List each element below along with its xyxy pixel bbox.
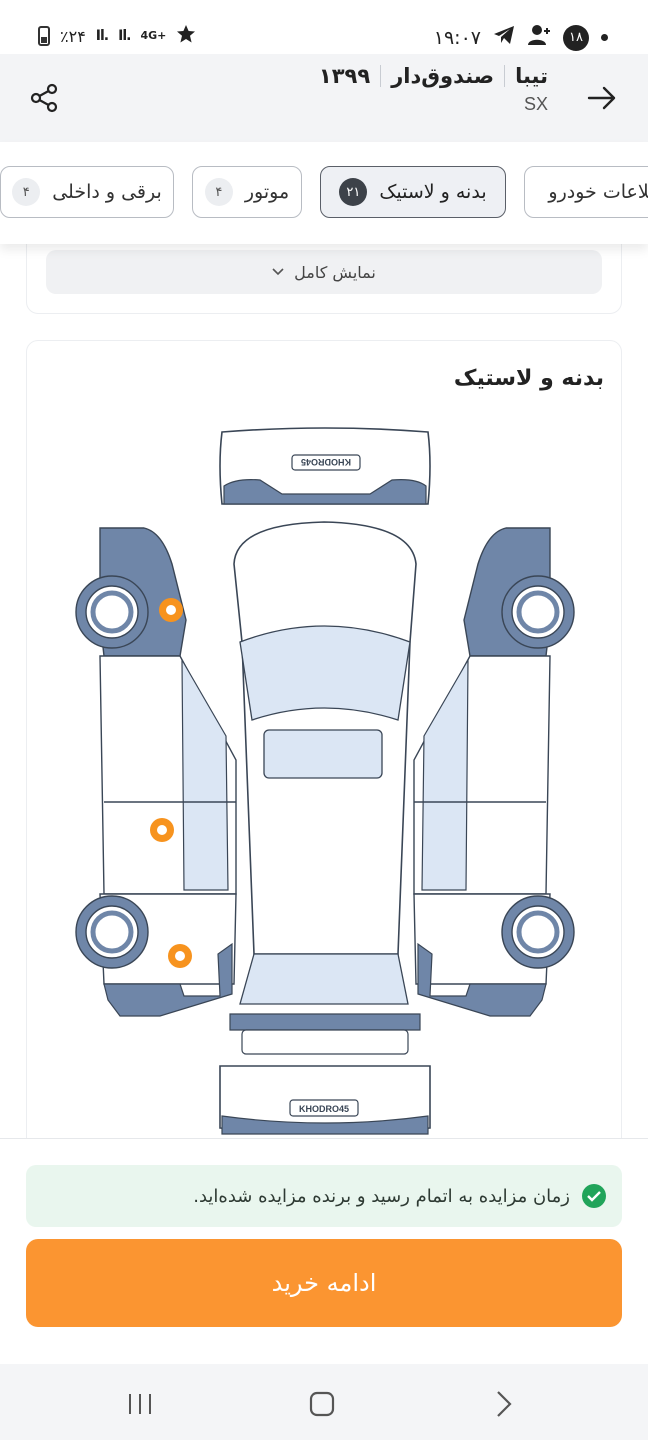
status-time: ۱۹:۰۷: [433, 26, 481, 49]
category-tabs: اطلاعات خودرو بدنه و لاستیک ۲۱ موتور ۴ ب…: [0, 142, 648, 244]
person-add-icon: [527, 24, 551, 51]
car-name: تیبا: [515, 64, 548, 88]
car-title: تیبا صندوق‌دار ۱۳۹۹ SX: [319, 64, 548, 115]
arrow-right-icon: [587, 86, 616, 110]
battery-icon: [38, 26, 50, 46]
tab-car-info[interactable]: اطلاعات خودرو: [524, 166, 648, 218]
tab-label: بدنه و لاستیک: [379, 181, 487, 203]
rear-bumper: KHODRO45: [219, 1065, 431, 1135]
tab-electrical-interior[interactable]: برقی و داخلی ۴: [0, 166, 174, 218]
continue-purchase-label: ادامه خرید: [271, 1269, 377, 1297]
signal-icon: Il.: [95, 28, 109, 44]
system-nav-bar: [0, 1364, 648, 1440]
app-header: تیبا صندوق‌دار ۱۳۹۹ SX: [0, 54, 648, 142]
check-circle-icon: [582, 1184, 606, 1208]
status-right: ۱۹:۰۷ ۱۸: [434, 24, 608, 51]
right-side-view: [413, 527, 575, 1017]
tab-count: ۲۱: [339, 178, 368, 206]
status-left: ٪۲۴ Il. Il. 4G+: [38, 24, 196, 48]
tab-body-tires[interactable]: بدنه و لاستیک ۲۱: [320, 166, 506, 218]
continue-purchase-button[interactable]: ادامه خرید: [26, 1239, 622, 1327]
home-icon: [309, 1391, 335, 1417]
car-year: ۱۳۹۹: [318, 64, 371, 88]
front-bumper: KHODRO45: [219, 427, 431, 505]
car-body-type: صندوق‌دار: [391, 64, 495, 88]
chevron-right-icon: [497, 1391, 512, 1417]
back-button[interactable]: [582, 78, 622, 118]
recent-apps-icon: [129, 1394, 151, 1414]
car-trim: SX: [523, 94, 548, 114]
telegram-icon: [493, 25, 515, 50]
damage-marker-front-left[interactable]: [159, 598, 183, 622]
notification-badge: ۱۸: [563, 24, 589, 51]
bottom-action-bar: زمان مزایده به اتمام رسید و برنده مزایده…: [0, 1138, 648, 1364]
tab-label: برقی و داخلی: [52, 181, 162, 203]
section-title: بدنه و لاستیک: [453, 366, 604, 391]
car-damage-diagram: KHODRO45: [75, 427, 575, 1135]
status-dot: [601, 34, 608, 41]
tab-engine[interactable]: موتور ۴: [192, 166, 302, 218]
rear-brand-text: KHODRO45: [299, 1104, 349, 1114]
star-icon: [176, 24, 196, 48]
recent-apps-button[interactable]: [120, 1386, 160, 1422]
back-nav-button[interactable]: [484, 1386, 524, 1422]
tab-count: ۴: [12, 178, 41, 206]
signal-icon-2: Il.: [118, 28, 131, 44]
show-full-label: نمایش کامل: [294, 262, 376, 282]
share-icon: [30, 83, 58, 113]
title-divider-2: [380, 65, 382, 87]
damage-marker-left-door[interactable]: [150, 818, 174, 842]
tab-count: ۴: [204, 178, 233, 206]
top-view: [229, 521, 421, 1055]
content-area: نمایش کامل بدنه و لاستیک KHODRO45: [0, 244, 648, 1138]
auction-won-notice: زمان مزایده به اتمام رسید و برنده مزایده…: [26, 1165, 622, 1227]
battery-percent: ٪۲۴: [60, 26, 86, 46]
front-brand-text: KHODRO45: [301, 457, 351, 467]
chevron-down-icon: [272, 268, 284, 276]
network-type: 4G+: [140, 29, 167, 42]
damage-marker-rear-left[interactable]: [168, 944, 192, 968]
tab-label: موتور: [244, 181, 290, 203]
status-bar: ۱۹:۰۷ ۱۸ ٪۲۴ Il. Il. 4G+: [0, 0, 648, 54]
share-button[interactable]: [24, 78, 64, 118]
tab-label: اطلاعات خودرو: [548, 181, 648, 203]
notice-text: زمان مزایده به اتمام رسید و برنده مزایده…: [193, 1185, 570, 1207]
left-side-view: [75, 527, 237, 1017]
show-full-button[interactable]: نمایش کامل: [46, 250, 602, 294]
title-divider: [504, 65, 506, 87]
home-button[interactable]: [302, 1386, 342, 1422]
